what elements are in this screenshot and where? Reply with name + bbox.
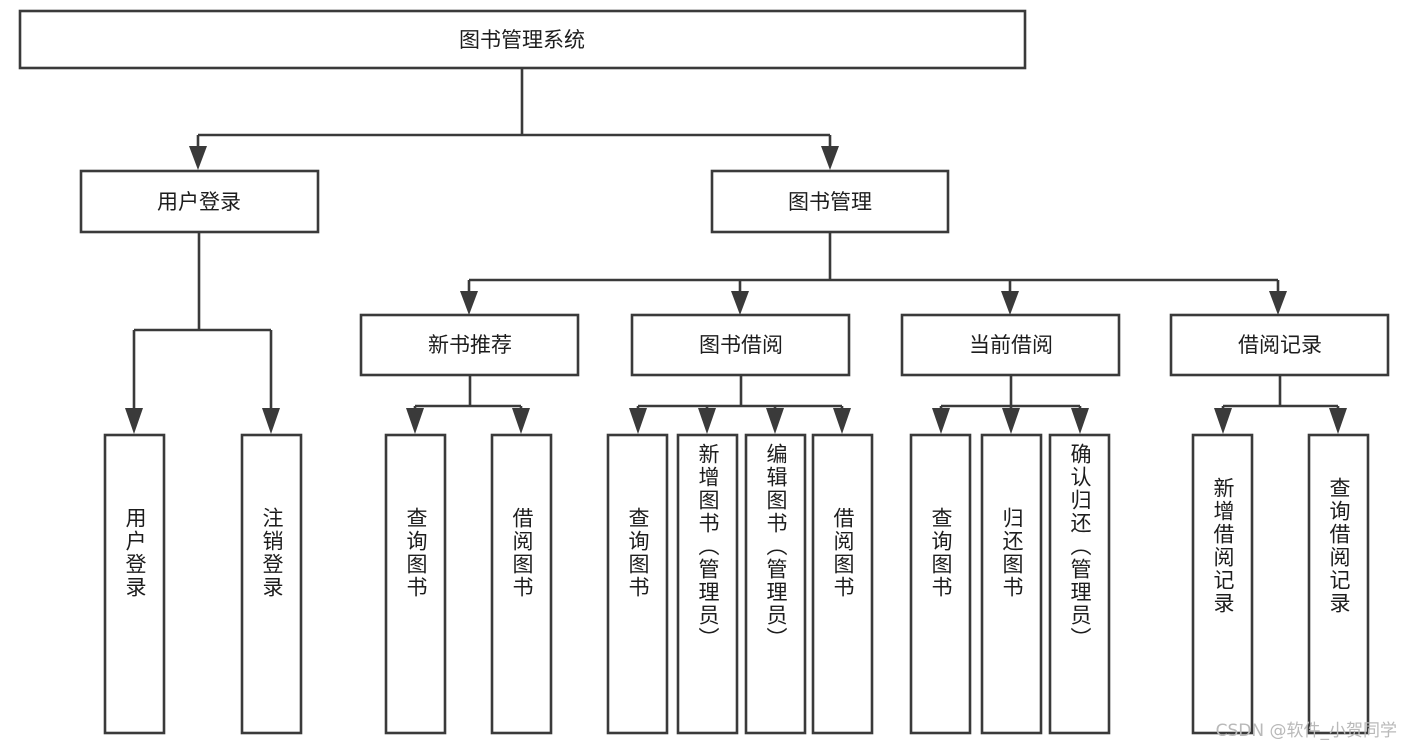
node-user-login-label: 用户登录 bbox=[157, 190, 241, 214]
leaf-record-2-rect[interactable] bbox=[1307, 433, 1370, 735]
arrow-recommend-leaf-1 bbox=[406, 408, 424, 434]
arrow-borrow-leaf-3 bbox=[766, 408, 784, 434]
leaf-current-2-rect[interactable] bbox=[980, 433, 1043, 735]
arrow-current-leaf-2 bbox=[1002, 408, 1020, 434]
arrow-to-book-manage bbox=[821, 146, 839, 170]
node-new-book-recommend-label: 新书推荐 bbox=[428, 333, 512, 357]
arrow-borrow-leaf-4 bbox=[833, 408, 851, 434]
leaf-user-login-1-rect[interactable] bbox=[103, 433, 166, 735]
node-root-label: 图书管理系统 bbox=[459, 28, 585, 52]
leaf-user-login-2-rect[interactable] bbox=[240, 433, 303, 735]
arrow-record-leaf-1 bbox=[1214, 408, 1232, 434]
node-current-borrow-rect bbox=[900, 313, 1121, 377]
node-book-borrow-rect bbox=[630, 313, 851, 377]
leaf-current-1-rect[interactable] bbox=[909, 433, 972, 735]
csdn-watermark: CSDN @软件_小贺同学 bbox=[1215, 721, 1397, 741]
node-root[interactable]: 图书管理系统 bbox=[18, 9, 1027, 70]
node-user-login[interactable]: 用户登录 bbox=[79, 169, 320, 234]
leaf-borrow-3-rect[interactable] bbox=[744, 433, 807, 735]
node-new-book-recommend-rect bbox=[359, 313, 580, 377]
arrow-user-login-leaf-1 bbox=[125, 408, 143, 434]
arrow-recommend-leaf-2 bbox=[512, 408, 530, 434]
node-book-manage-rect bbox=[710, 169, 950, 234]
node-borrow-record-rect bbox=[1169, 313, 1390, 377]
leaf-record-1-rect[interactable] bbox=[1191, 433, 1254, 735]
arrow-user-login-leaf-2 bbox=[262, 408, 280, 434]
arrow-to-user-login bbox=[189, 146, 207, 170]
arrow-current-leaf-3 bbox=[1071, 408, 1089, 434]
arrow-level3-3 bbox=[1001, 291, 1019, 315]
node-new-book-recommend[interactable]: 新书推荐 bbox=[359, 313, 580, 377]
node-current-borrow-label: 当前借阅 bbox=[969, 333, 1053, 357]
node-root-rect bbox=[18, 9, 1027, 70]
arrow-borrow-leaf-2 bbox=[698, 408, 716, 434]
arrow-level3-2 bbox=[731, 291, 749, 315]
node-book-borrow[interactable]: 图书借阅 bbox=[630, 313, 851, 377]
node-current-borrow[interactable]: 当前借阅 bbox=[900, 313, 1121, 377]
leaf-borrow-1-rect[interactable] bbox=[606, 433, 669, 735]
leaf-recommend-2-rect[interactable] bbox=[490, 433, 553, 735]
arrow-level3-1 bbox=[460, 291, 478, 315]
node-borrow-record-label: 借阅记录 bbox=[1238, 333, 1322, 357]
arrow-record-leaf-2 bbox=[1329, 408, 1347, 434]
node-book-manage[interactable]: 图书管理 bbox=[710, 169, 950, 234]
leaf-borrow-2-rect[interactable] bbox=[676, 433, 739, 735]
leaf-borrow-4-rect[interactable] bbox=[811, 433, 874, 735]
arrow-level3-4 bbox=[1269, 291, 1287, 315]
node-book-manage-label: 图书管理 bbox=[788, 190, 872, 214]
leaf-recommend-1-rect[interactable] bbox=[384, 433, 447, 735]
node-borrow-record[interactable]: 借阅记录 bbox=[1169, 313, 1390, 377]
leaf-current-3-rect[interactable] bbox=[1048, 433, 1111, 735]
arrow-current-leaf-1 bbox=[932, 408, 950, 434]
arrow-borrow-leaf-1 bbox=[629, 408, 647, 434]
node-book-borrow-label: 图书借阅 bbox=[699, 333, 783, 357]
